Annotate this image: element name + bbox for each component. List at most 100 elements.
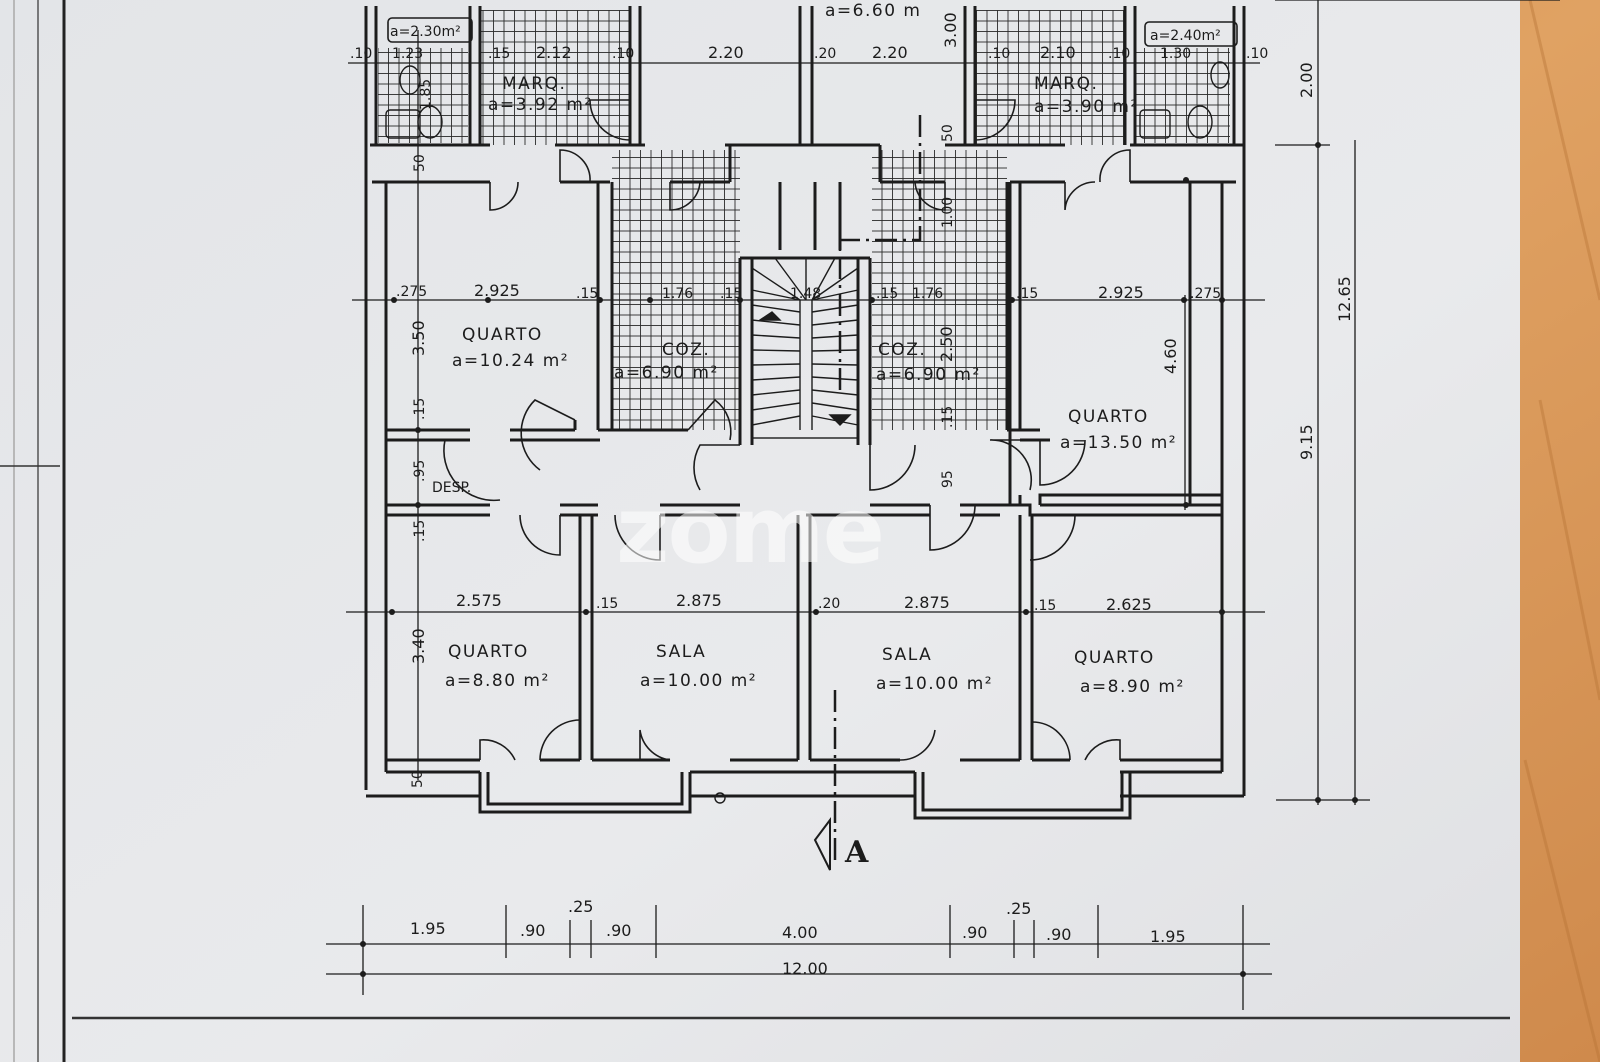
coz-right-name: COZ.: [878, 340, 926, 360]
section-marker: A: [813, 817, 869, 871]
dim-top-50b: 50: [940, 124, 956, 142]
marq-left-name: MARQ.: [502, 74, 566, 94]
quarto-top-right-name: QUARTO: [1068, 407, 1149, 427]
dim-mid-15: .15: [940, 406, 956, 428]
dim-left-350: 3.50: [409, 320, 428, 356]
dim-mid-460: 4.60: [1161, 338, 1180, 374]
dim-bot-90d: .90: [1046, 925, 1071, 944]
sala-right-name: SALA: [882, 645, 932, 665]
paper-sheet: [0, 0, 1520, 1062]
marq-right-area: a=3.90 m²: [1034, 97, 1139, 117]
quarto-top-left-name: QUARTO: [462, 325, 543, 345]
dim-mid-250: 2.50: [937, 326, 956, 362]
dim-r2-15d: .15: [1016, 286, 1038, 302]
walls: [364, 6, 1246, 820]
dim-top-220b: 2.20: [872, 43, 908, 62]
dim-right-915: 9.15: [1297, 424, 1316, 460]
sanitary-fixtures: [385, 61, 1230, 804]
dim-bot-1200: 12.00: [782, 959, 828, 978]
dim-left-15b: .15: [412, 520, 428, 542]
dim-top-20: .20: [814, 46, 836, 62]
sala-left-area: a=10.00 m²: [640, 671, 757, 691]
dim-top-10b: .10: [612, 46, 634, 62]
dim-top-10e: .10: [1246, 46, 1268, 62]
dim-top-15a: .15: [488, 46, 510, 62]
dim-bot-400: 4.00: [782, 923, 818, 942]
dim-r3-2875b: 2.875: [904, 593, 950, 612]
dim-top-10a: .10: [350, 46, 372, 62]
dim-top-185: 1.85: [418, 79, 434, 110]
dim-r2-176a: 1.76: [662, 286, 693, 302]
dim-right-200: 2.00: [1297, 62, 1316, 98]
dimension-dots: [360, 142, 1358, 977]
dim-left-340: 3.40: [409, 628, 428, 664]
quarto-bottom-right-area: a=8.90 m²: [1080, 677, 1185, 697]
dim-top-212: 2.12: [536, 43, 572, 62]
tiled-areas: [378, 10, 1230, 430]
dim-left-95: .95: [412, 460, 428, 482]
dim-top-300: 3.00: [941, 12, 960, 48]
dim-r3-15a: .15: [596, 596, 618, 612]
area-label-boxes: [387, 17, 1238, 47]
dim-mid-95: 95: [940, 470, 956, 488]
dim-r2-275b: .275: [1190, 286, 1221, 302]
dim-right-1265: 12.65: [1335, 276, 1354, 322]
dim-r2-275a: .275: [396, 284, 427, 300]
dim-bot-195b: 1.95: [1150, 927, 1186, 946]
dim-r2-15c: .15: [876, 286, 898, 302]
coz-left-name: COZ.: [662, 340, 710, 360]
dim-top-123: 1.23: [392, 46, 423, 62]
dim-r3-2875a: 2.875: [676, 591, 722, 610]
quarto-bottom-left-name: QUARTO: [448, 642, 529, 662]
coz-left-area: a=6.90 m²: [614, 363, 719, 383]
dim-top-10d: .10: [1108, 46, 1130, 62]
dim-bot-90b: .90: [606, 921, 631, 940]
sala-left-name: SALA: [656, 642, 706, 662]
dim-top-50a: 50: [412, 154, 428, 172]
dim-bot-90a: .90: [520, 921, 545, 940]
dim-top-130: 1.30: [1160, 46, 1191, 62]
quarto-bottom-left-area: a=8.80 m²: [445, 671, 550, 691]
quarto-bottom-right-name: QUARTO: [1074, 648, 1155, 668]
marq-right-name: MARQ.: [1034, 74, 1098, 94]
sala-right-area: a=10.00 m²: [876, 674, 993, 694]
dim-r2-2925b: 2.925: [1098, 283, 1144, 302]
dim-bot-25a: .25: [568, 897, 593, 916]
watermark: zome: [616, 477, 883, 584]
section-cut-line: [833, 115, 922, 860]
dim-bot-195a: 1.95: [410, 919, 446, 938]
row3-dimensions: 2.575 .15 2.875 .20 2.875 .15 2.625: [456, 591, 1152, 614]
dim-top-100: 1.00: [940, 197, 956, 228]
dim-r3-2625: 2.625: [1106, 595, 1152, 614]
top-center-area: a=6.60 m: [825, 1, 921, 21]
dim-bot-90c: .90: [962, 923, 987, 942]
dim-r2-15b: .15: [720, 286, 742, 302]
right-dimensions: 2.00 12.65 9.15: [1297, 62, 1354, 460]
dim-r2-176b: 1.76: [912, 286, 943, 302]
quarto-top-right-area: a=13.50 m²: [1060, 433, 1177, 453]
dim-r2-15a: .15: [576, 286, 598, 302]
dim-r3-20: .20: [818, 596, 840, 612]
marq-left-area: a=3.92 m²: [488, 95, 593, 115]
desp-name: DESP.: [432, 480, 471, 496]
dim-top-210: 2.10: [1040, 43, 1076, 62]
dim-top-10c: .10: [988, 46, 1010, 62]
middle-dimensions: 2.50 .15 95 4.60: [937, 326, 1180, 488]
dim-r3-2575: 2.575: [456, 591, 502, 610]
left-dimensions: 3.50 .15 .95 .15 3.40 50: [409, 320, 428, 788]
quarto-top-left-area: a=10.24 m²: [452, 351, 569, 371]
dim-r2-148: 1.48: [790, 286, 821, 302]
wc-left-area: a=2.30m²: [390, 24, 461, 40]
dim-r3-15b: .15: [1034, 598, 1056, 614]
dim-r2-2925a: 2.925: [474, 281, 520, 300]
row2-dimensions: .275 2.925 .15 1.76 .15 1.48 .15 1.76 .1…: [396, 281, 1221, 302]
coz-right-area: a=6.90 m²: [876, 365, 981, 385]
dim-bot-25b: .25: [1006, 899, 1031, 918]
section-marker-letter: A: [844, 835, 869, 870]
dim-top-220a: 2.20: [708, 43, 744, 62]
dim-left-15a: .15: [412, 398, 428, 420]
top-dimensions: .10 1.23 .15 2.12 .10 2.20 .20 2.20 3.00…: [350, 12, 1268, 228]
dim-left-50: 50: [410, 770, 426, 788]
stair: [751, 257, 859, 439]
